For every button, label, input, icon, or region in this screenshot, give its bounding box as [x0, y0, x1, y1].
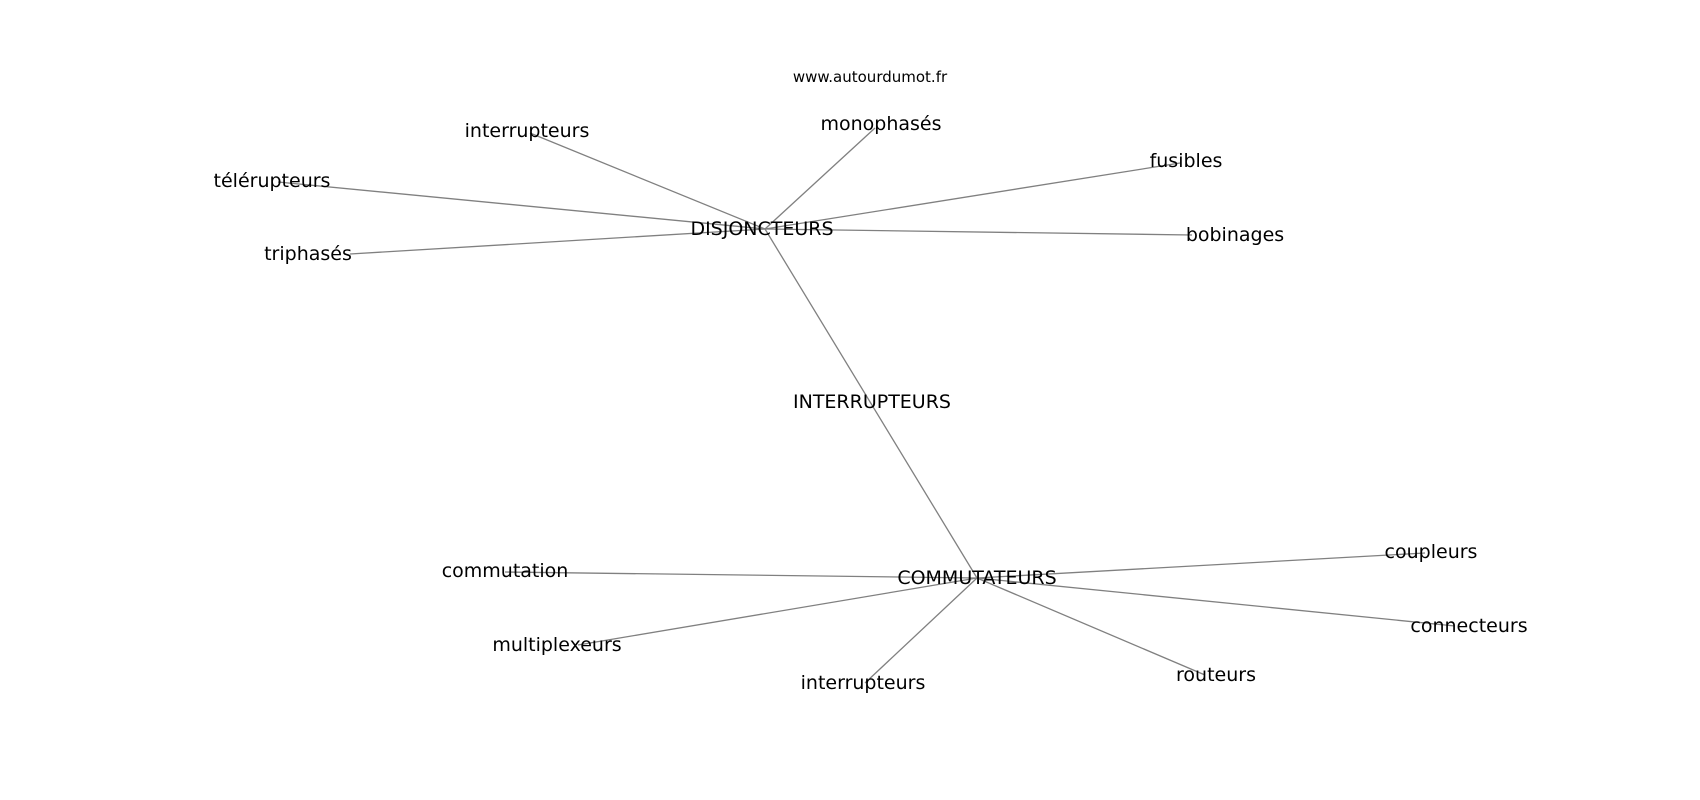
edge-commutateurs-routeurs: [976, 577, 1206, 676]
edge-disjoncteurs-bobinages: [764, 228, 1193, 236]
node-label-interrupteurs-top: interrupteurs: [465, 120, 590, 142]
node-label-monophases: monophasés: [820, 113, 941, 135]
graph-node-labels: interrupteurs monophasés fusibles télérupte…: [214, 113, 1528, 694]
node-label-triphases: triphasés: [264, 243, 352, 265]
node-label-routeurs: routeurs: [1176, 664, 1256, 686]
node-label-interrupteurs-bottom: interrupteurs: [801, 672, 926, 694]
node-label-telerupteurs: télérupteurs: [214, 170, 331, 192]
node-label-commutation: commutation: [442, 560, 569, 582]
edge-disjoncteurs-commutateurs: [764, 228, 978, 579]
edge-commutateurs-multiplexeurs: [577, 577, 978, 646]
edge-disjoncteurs-telerupteurs: [277, 181, 766, 230]
graph-edges: [277, 127, 1456, 684]
node-label-connecteurs: connecteurs: [1410, 615, 1527, 637]
node-label-disjoncteurs: DISJONCTEURS: [690, 218, 833, 240]
node-label-fusibles: fusibles: [1150, 150, 1223, 172]
edge-commutateurs-connecteurs: [976, 577, 1456, 627]
edge-commutateurs-interrupteurs_bottom: [864, 577, 978, 684]
node-label-multiplexeurs: multiplexeurs: [492, 634, 621, 656]
watermark: www.autourdumot.fr: [793, 68, 948, 86]
edge-disjoncteurs-monophases: [764, 127, 876, 230]
node-label-bobinages: bobinages: [1186, 224, 1284, 246]
node-label-commutateurs: COMMUTATEURS: [897, 567, 1056, 589]
edge-commutateurs-commutation: [504, 571, 978, 579]
node-label-center: INTERRUPTEURS: [793, 391, 951, 413]
edge-disjoncteurs-fusibles: [764, 162, 1181, 230]
edge-disjoncteurs-triphases: [349, 228, 766, 255]
edge-disjoncteurs-interrupteurs_top: [529, 132, 766, 230]
edge-commutateurs-coupleurs: [976, 552, 1426, 579]
node-label-coupleurs: coupleurs: [1385, 541, 1478, 563]
